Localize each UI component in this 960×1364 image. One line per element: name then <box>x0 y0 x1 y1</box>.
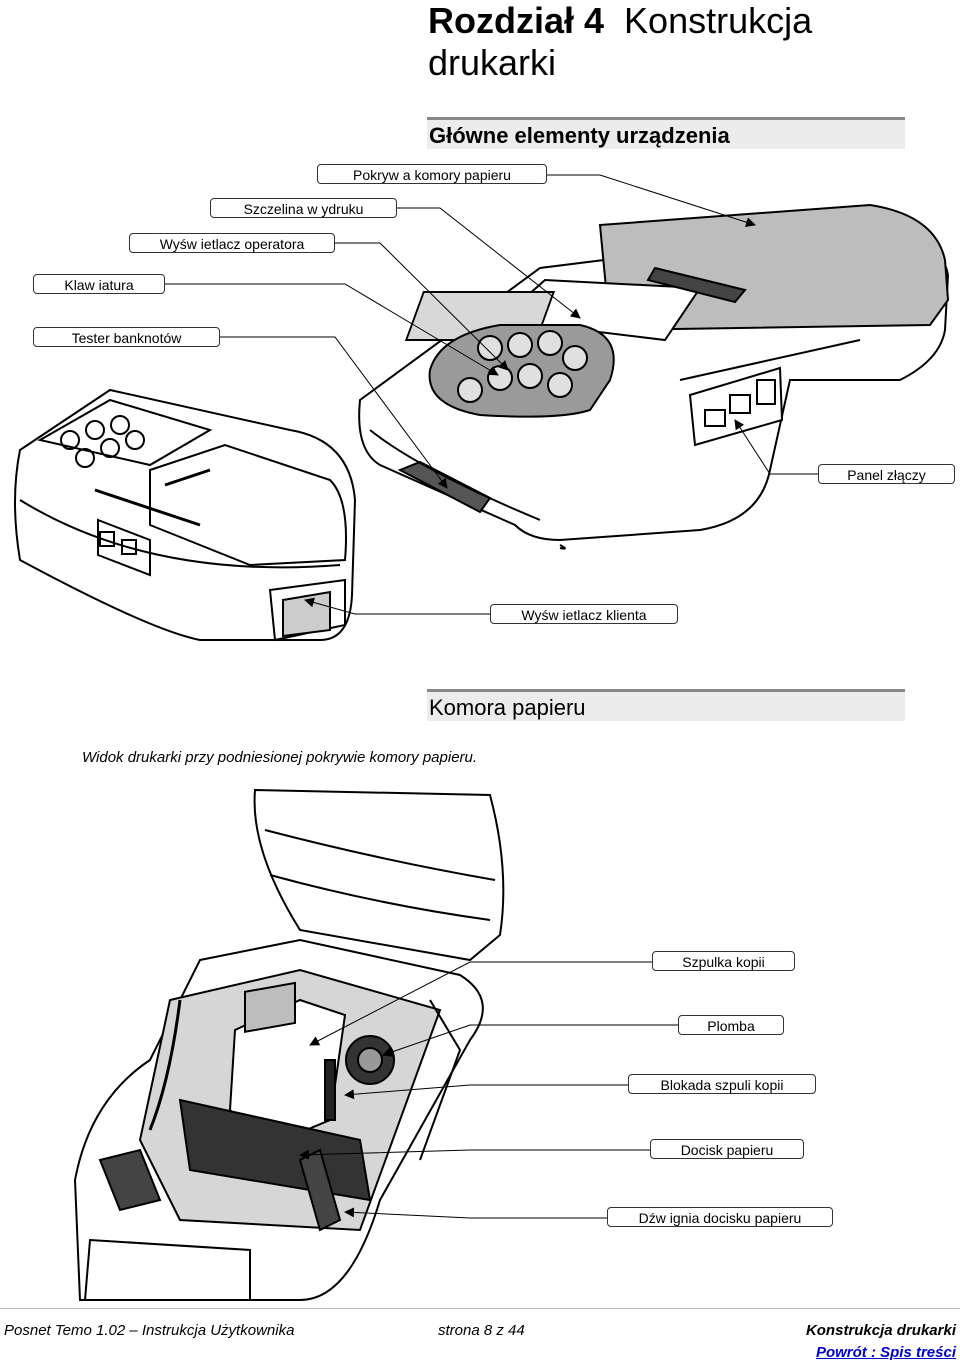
label-operator-display: Wyśw ietlacz operatora <box>129 233 335 253</box>
paper-chamber-illustration <box>73 788 505 1301</box>
figure-caption: Widok drukarki przy podniesionej pokrywi… <box>82 749 478 766</box>
label-paper-press-lever: Dźw ignia docisku papieru <box>607 1207 833 1227</box>
callout-lines-bottom <box>299 961 678 1219</box>
footer-chapter-name: Konstrukcja drukarki <box>805 1322 956 1339</box>
label-copy-spool: Szpulka kopii <box>652 951 795 971</box>
section-header-main-elements: Główne elementy urządzenia <box>427 117 905 149</box>
back-to-toc-link[interactable]: Powrót : Spis treści <box>815 1344 956 1361</box>
chapter-heading: Rozdział 4 Konstrukcja drukarki <box>428 0 812 84</box>
printer-main-body <box>358 203 950 550</box>
chapter-number: Rozdział 4 <box>428 0 605 41</box>
chapter-title-line2: drukarki <box>428 42 557 83</box>
printer-rear-body <box>14 388 357 642</box>
section-title: Główne elementy urządzenia <box>429 123 730 148</box>
footer-page-number: strona 8 z 44 <box>438 1322 525 1339</box>
callout-lines-top <box>165 174 818 615</box>
label-spool-lock: Blokada szpuli kopii <box>628 1074 816 1094</box>
label-banknote-tester: Tester banknotów <box>33 327 220 347</box>
label-keyboard: Klaw iatura <box>33 274 165 294</box>
label-paper-press: Docisk papieru <box>650 1139 804 1159</box>
footer-doc-title: Posnet Temo 1.02 – Instrukcja Użytkownik… <box>4 1322 295 1339</box>
chapter-title-line1: Konstrukcja <box>624 0 813 41</box>
section-title: Komora papieru <box>429 695 586 720</box>
label-paper-cover: Pokryw a komory papieru <box>317 164 547 184</box>
footer-divider <box>0 1308 960 1309</box>
label-customer-display: Wyśw ietlacz klienta <box>490 604 678 624</box>
section-header-paper-chamber: Komora papieru <box>427 689 905 721</box>
label-connector-panel: Panel złączy <box>818 464 955 484</box>
label-seal: Plomba <box>678 1015 784 1035</box>
label-print-slot: Szczelina w ydruku <box>210 198 397 218</box>
